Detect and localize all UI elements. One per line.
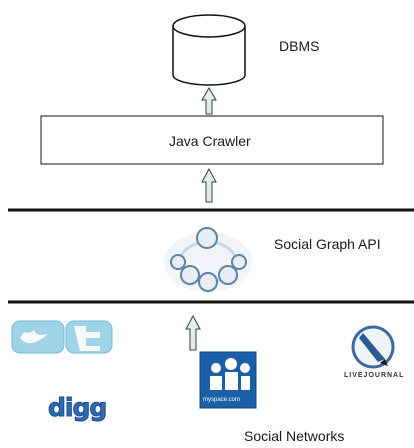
crawler-box: [40, 115, 384, 165]
arrow-up-icon: [201, 87, 217, 115]
crawler-label: Java Crawler: [169, 133, 251, 149]
twitter-logo: [11, 320, 113, 354]
myspace-wordmark: myspace.com: [203, 397, 241, 403]
arrow-up-icon: [201, 167, 217, 203]
arrow-up-icon: [185, 314, 201, 351]
digg-logo: digg: [47, 393, 107, 423]
myspace-logo: [199, 351, 257, 409]
livejournal-logo: [351, 325, 395, 369]
social-networks-label: Social Networks: [244, 428, 345, 444]
dbms-label: DBMS: [279, 38, 320, 54]
social-graph-api-image: [164, 227, 252, 292]
dbms-cylinder-icon: [172, 14, 246, 86]
api-label: Social Graph API: [274, 236, 381, 252]
livejournal-wordmark: LIVEJOURNAL: [344, 372, 405, 379]
